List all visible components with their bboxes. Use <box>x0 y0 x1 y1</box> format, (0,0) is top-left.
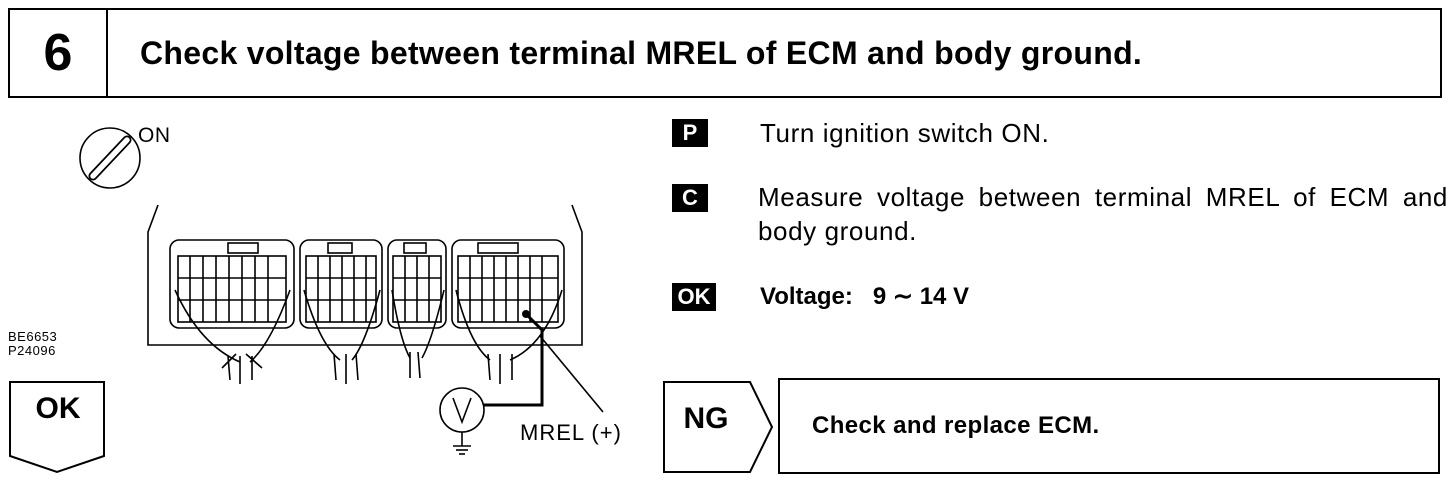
badge-p: P <box>672 119 708 147</box>
badge-c: C <box>672 184 708 212</box>
voltmeter-icon <box>439 387 485 455</box>
step-number: 6 <box>10 10 108 96</box>
ok-result-label: OK <box>35 392 81 425</box>
ecm-connector-2 <box>299 239 383 329</box>
ignition-on-label: ON <box>138 124 171 147</box>
ng-action-box: Check and replace ECM. <box>778 378 1440 474</box>
mrel-terminal-dot <box>522 310 530 318</box>
ecm-connector-4 <box>451 239 565 329</box>
mrel-probe-label: MREL (+) <box>520 420 622 445</box>
wire-harness <box>174 289 563 384</box>
step-title: Check voltage between terminal MREL of E… <box>140 34 1143 71</box>
ok-result-shape <box>9 381 105 474</box>
ng-result-label: NG <box>683 402 729 435</box>
ng-result-shape <box>663 381 774 473</box>
ecm-connector-3 <box>387 239 447 329</box>
ecm-connector-1 <box>169 239 295 329</box>
ref-code-1: BE6653 <box>8 329 58 344</box>
ref-code-2: P24096 <box>8 343 56 358</box>
probe-wire <box>484 314 544 407</box>
step-header: 6 Check voltage between terminal MREL of… <box>8 8 1442 98</box>
ignition-key-icon <box>79 127 141 189</box>
badge-ok-spec: OK <box>672 283 716 311</box>
voltage-spec: Voltage: 9 ∼ 14 V <box>760 283 970 310</box>
instruction-p-text: Turn ignition switch ON. <box>760 118 1050 148</box>
ecm-connector-diagram <box>79 127 604 455</box>
mrel-leader-line <box>539 335 604 413</box>
instruction-c-text: Measure voltage between terminal MREL of… <box>758 182 1448 246</box>
